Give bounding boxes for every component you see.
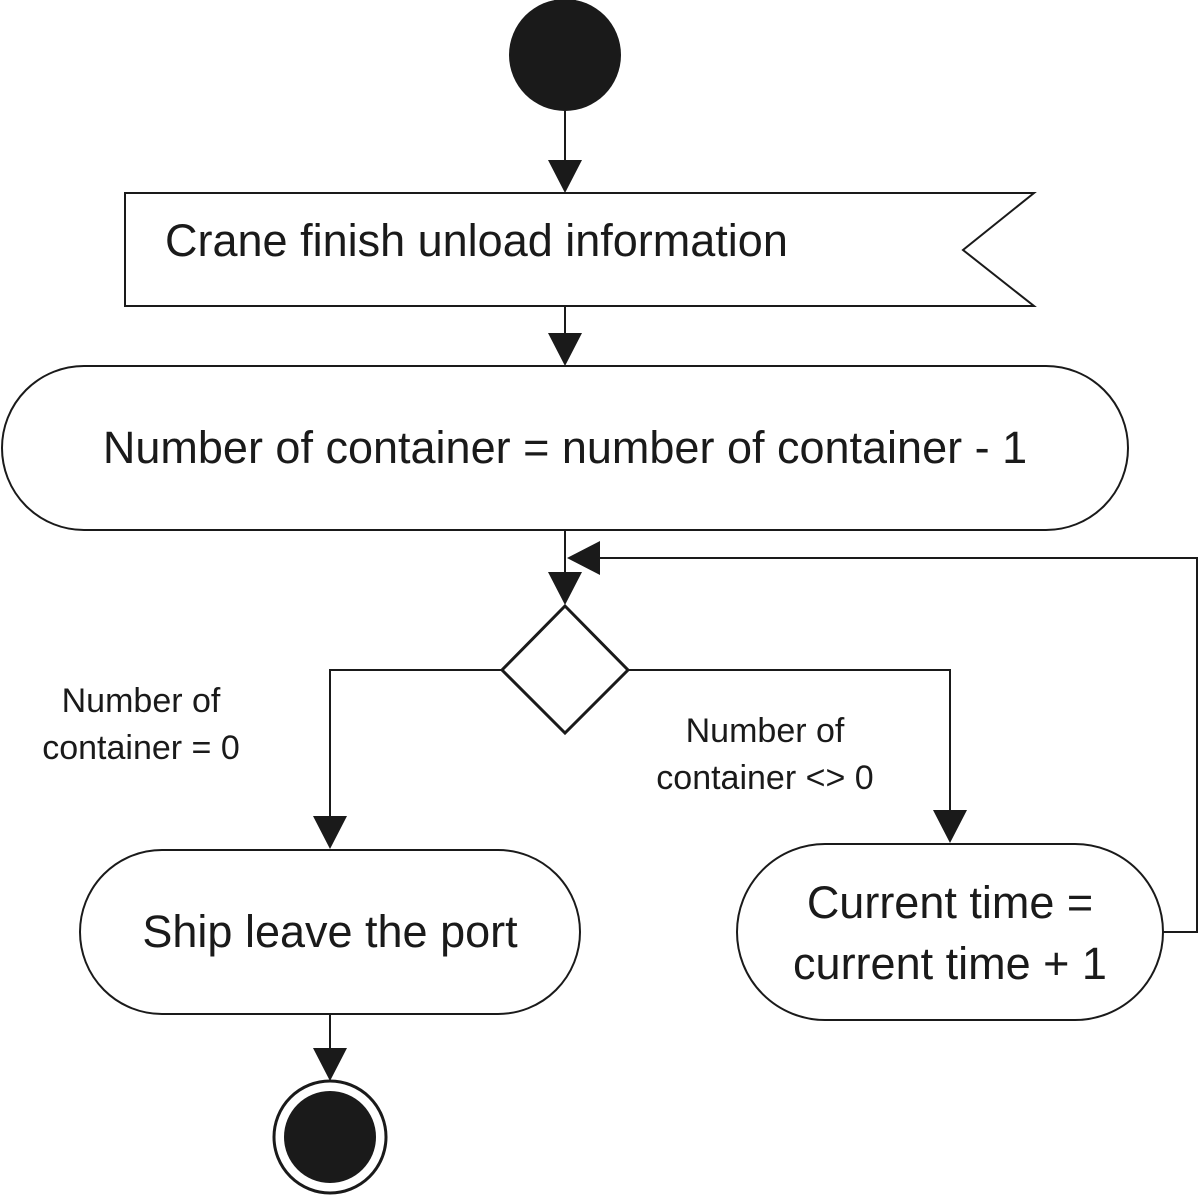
signal-node: Crane finish unload information — [124, 192, 1037, 307]
guard-nonzero-line2: container <> 0 — [656, 759, 873, 797]
guard-nonzero: Number of container <> 0 — [656, 712, 873, 797]
edge-loop-back — [567, 541, 1198, 933]
guard-zero-line1: Number of — [62, 682, 221, 720]
guard-zero-line2: container = 0 — [42, 729, 240, 767]
action-decrement-label: Number of container = number of containe… — [103, 422, 1027, 473]
action-decrement-container: Number of container = number of containe… — [1, 365, 1129, 531]
edge-decrement-to-decision — [548, 530, 582, 605]
edge-decision-to-increment — [628, 669, 967, 843]
edge-initial-to-signal — [548, 111, 582, 193]
action-increment-line1: Current time = — [807, 877, 1093, 928]
edge-decision-to-leave — [313, 669, 502, 849]
guard-nonzero-line1: Number of — [686, 712, 845, 750]
decision-node — [499, 603, 631, 736]
edge-leave-to-final — [313, 1014, 347, 1081]
action-ship-leave: Ship leave the port — [79, 849, 581, 1015]
signal-node-label: Crane finish unload information — [165, 215, 788, 266]
initial-node — [509, 0, 621, 111]
guard-zero: Number of container = 0 — [42, 682, 240, 767]
final-node — [272, 1079, 388, 1195]
action-increment-line2: current time + 1 — [793, 938, 1107, 989]
action-ship-leave-label: Ship leave the port — [142, 906, 518, 957]
action-increment-time: Current time = current time + 1 — [736, 843, 1164, 1021]
edge-signal-to-decrement — [548, 306, 582, 366]
